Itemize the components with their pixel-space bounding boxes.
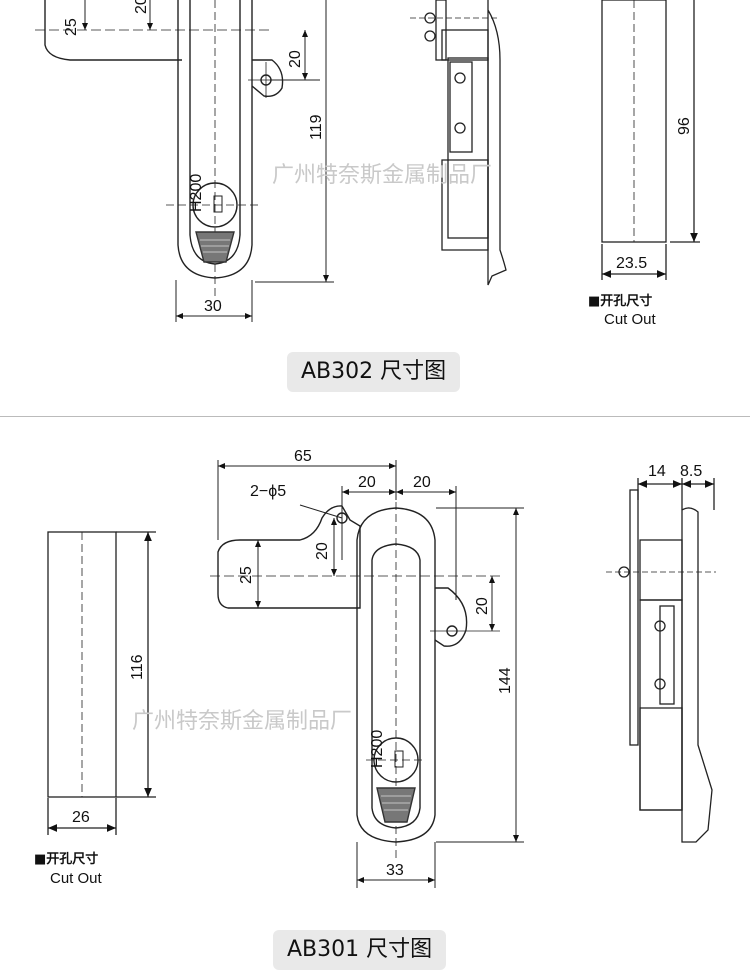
ab301-dim-20-a: 20 xyxy=(358,474,376,491)
ab302-dim-20: 20 xyxy=(287,50,304,68)
ab301-dim-25: 25 xyxy=(238,566,255,584)
ab301-dim-hole: 2−ϕ5 xyxy=(250,483,286,500)
ab302-dim-30: 30 xyxy=(204,298,222,315)
ab301-dim-26: 26 xyxy=(72,809,90,826)
ab301-cutout-label-en: Cut Out xyxy=(50,870,103,887)
ab302-caption: AB302 尺寸图 xyxy=(287,352,461,392)
ab301-dim-116: 116 xyxy=(129,654,146,680)
ab302-dimension-lines xyxy=(82,0,334,322)
ab301-side-view xyxy=(606,478,716,843)
ab301-dim-20-b: 20 xyxy=(413,474,431,491)
ab302-dim-96: 96 xyxy=(676,117,693,135)
ab301-dim-20-d: 20 xyxy=(474,597,491,615)
watermark-bottom: 广州特奈斯金属制品厂 xyxy=(132,709,352,734)
ab301-dim-14: 14 xyxy=(648,463,666,480)
ab302-dim-25: 25 xyxy=(63,18,80,36)
ab301-dim-33: 33 xyxy=(386,862,404,879)
ab302-cutout-label-en: Cut Out xyxy=(604,311,657,328)
ab301-cutout xyxy=(47,531,156,835)
ab302-lock-label: H200 xyxy=(188,174,205,212)
section-divider xyxy=(0,416,750,417)
ab302-front-view xyxy=(35,0,284,300)
ab301-dim-8-5: 8.5 xyxy=(680,463,702,480)
ab301-dim-65: 65 xyxy=(294,448,312,465)
ab302-dim-23-5: 23.5 xyxy=(616,255,647,272)
watermark-top: 广州特奈斯金属制品厂 xyxy=(272,163,492,188)
ab301-lock-label: H200 xyxy=(369,730,386,768)
ab302-cutout-label-cn: ■开孔尺寸 xyxy=(588,293,652,309)
ab302-side-view xyxy=(410,0,507,286)
ab302-dim-119: 119 xyxy=(308,114,325,140)
ab301-dim-20-c: 20 xyxy=(314,542,331,560)
ab302-dim-20-top: 20 xyxy=(133,0,150,14)
ab301-front-view xyxy=(210,490,500,860)
ab301-cutout-label-cn: ■开孔尺寸 xyxy=(34,851,98,867)
ab301-dim-144: 144 xyxy=(497,667,514,694)
ab301-caption: AB301 尺寸图 xyxy=(273,930,447,970)
ab302-cutout xyxy=(601,0,700,280)
ab301-dimension-lines xyxy=(217,460,524,888)
